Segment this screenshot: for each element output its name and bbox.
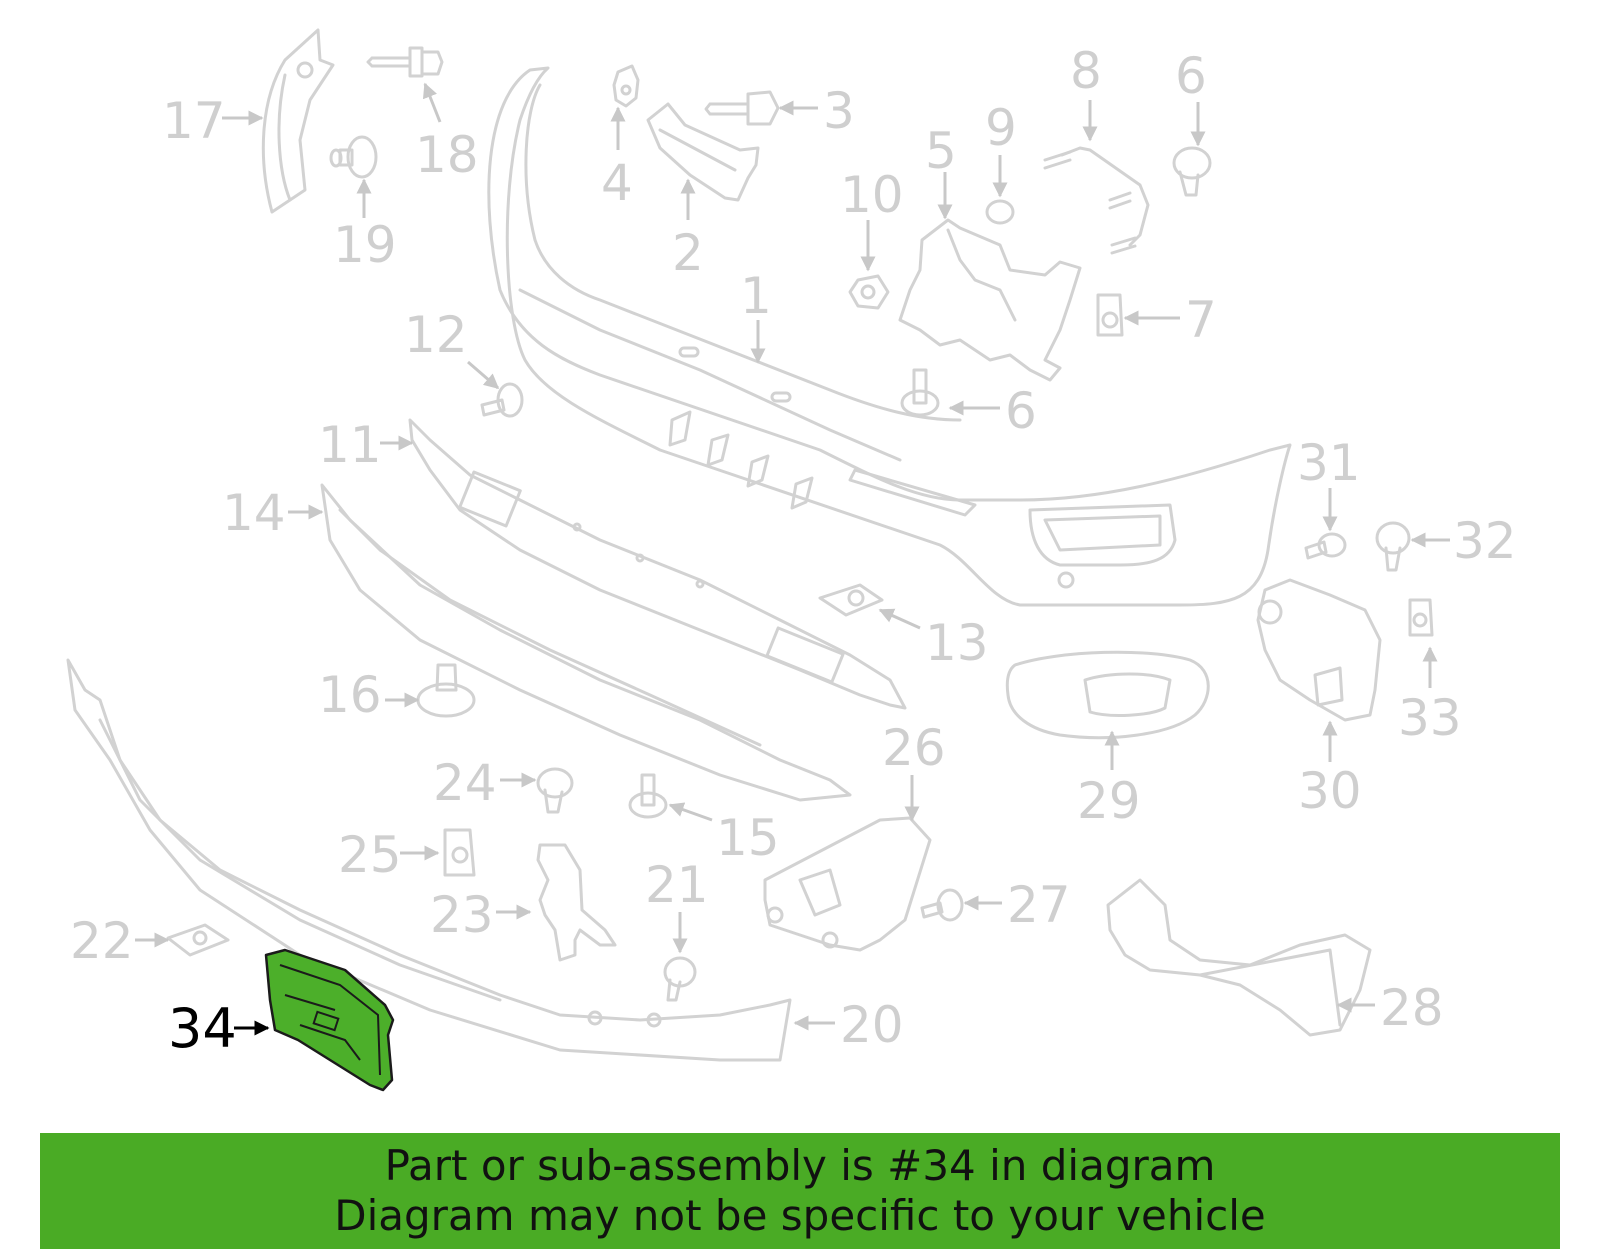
parts-diagram: 1 2 3 4 5 6 6 7 8 9 10 11 12 13 14 15 16… bbox=[66, 28, 1517, 1092]
part-34-highlighted-bracket bbox=[264, 948, 395, 1092]
callout-26: 26 bbox=[882, 719, 946, 777]
callout-13: 13 bbox=[925, 614, 989, 672]
callout-27: 27 bbox=[1007, 876, 1071, 934]
callout-28: 28 bbox=[1380, 979, 1444, 1037]
part-13-clip bbox=[818, 583, 884, 617]
callout-30: 30 bbox=[1298, 762, 1362, 820]
part-9-washer bbox=[985, 199, 1015, 225]
callout-11: 11 bbox=[318, 416, 382, 474]
leader-lines bbox=[135, 82, 1450, 1036]
callout-17: 17 bbox=[162, 92, 226, 150]
part-7-clip-nut bbox=[1096, 293, 1124, 337]
callout-22: 22 bbox=[70, 912, 134, 970]
callout-7: 7 bbox=[1185, 291, 1217, 349]
callout-31: 31 bbox=[1297, 434, 1361, 492]
callout-5: 5 bbox=[925, 122, 957, 180]
notice-line-2: Diagram may not be specific to your vehi… bbox=[334, 1191, 1266, 1240]
callout-34-highlighted: 34 bbox=[168, 997, 237, 1060]
notice-banner: Part or sub-assembly is #34 in diagram D… bbox=[40, 1133, 1560, 1249]
part-31-screw bbox=[1304, 532, 1347, 560]
callout-labels: 1 2 3 4 5 6 6 7 8 9 10 11 12 13 14 15 16… bbox=[70, 42, 1517, 1060]
callout-32: 32 bbox=[1453, 512, 1517, 570]
callout-12: 12 bbox=[404, 306, 468, 364]
part-30-housing bbox=[1256, 578, 1382, 722]
part-25-clip-nut bbox=[443, 828, 476, 877]
part-21-screw bbox=[663, 956, 697, 1002]
part-14-absorber bbox=[320, 483, 852, 802]
part-26-bracket bbox=[763, 816, 932, 952]
callout-21: 21 bbox=[645, 856, 709, 914]
part-20-lower-valance bbox=[66, 658, 792, 1062]
part-29-bezel bbox=[1005, 650, 1210, 740]
part-24-screw bbox=[536, 767, 574, 814]
part-10-nut bbox=[848, 274, 890, 310]
callout-20: 20 bbox=[840, 996, 904, 1054]
callout-3: 3 bbox=[823, 82, 855, 140]
callout-19: 19 bbox=[333, 216, 397, 274]
callout-4: 4 bbox=[601, 154, 633, 212]
callout-23: 23 bbox=[430, 886, 494, 944]
notice-line-1: Part or sub-assembly is #34 in diagram bbox=[384, 1141, 1216, 1190]
part-5-bracket bbox=[898, 218, 1082, 382]
callout-1: 1 bbox=[740, 267, 772, 325]
callout-24: 24 bbox=[433, 754, 497, 812]
callout-8: 8 bbox=[1070, 42, 1102, 100]
callout-29: 29 bbox=[1077, 772, 1141, 830]
part-8-bracket bbox=[1043, 146, 1150, 255]
part-27-screw bbox=[920, 888, 964, 922]
callout-6-lower: 6 bbox=[1005, 382, 1037, 440]
part-18-bolt bbox=[366, 46, 444, 78]
callout-18: 18 bbox=[415, 126, 479, 184]
callout-9: 9 bbox=[985, 99, 1017, 157]
part-15-pin bbox=[628, 773, 668, 819]
part-22-clip bbox=[166, 923, 230, 957]
callout-33: 33 bbox=[1398, 689, 1462, 747]
callout-6-upper: 6 bbox=[1175, 47, 1207, 105]
part-17-bracket bbox=[261, 28, 335, 214]
part-23-bracket bbox=[536, 843, 617, 962]
part-3-bolt bbox=[704, 90, 780, 126]
callout-16: 16 bbox=[318, 666, 382, 724]
part-6-pin-upper bbox=[1172, 146, 1212, 197]
part-16-pin bbox=[416, 663, 476, 718]
part-4-clip bbox=[612, 64, 640, 108]
callout-25: 25 bbox=[338, 826, 402, 884]
part-32-screw bbox=[1375, 521, 1411, 572]
callout-15: 15 bbox=[716, 809, 780, 867]
part-1-bumper-cover bbox=[487, 66, 1292, 607]
part-19-clip bbox=[329, 135, 378, 179]
callout-10: 10 bbox=[840, 166, 904, 224]
part-12-screw bbox=[480, 382, 524, 418]
part-6-pin-lower bbox=[900, 368, 940, 417]
part-2-bracket bbox=[646, 102, 760, 202]
callout-14: 14 bbox=[222, 484, 286, 542]
part-33-clip-nut bbox=[1408, 598, 1434, 637]
part-28-bracket bbox=[1106, 878, 1372, 1037]
part-11-reinforcement bbox=[408, 418, 907, 710]
callout-2: 2 bbox=[672, 224, 704, 282]
